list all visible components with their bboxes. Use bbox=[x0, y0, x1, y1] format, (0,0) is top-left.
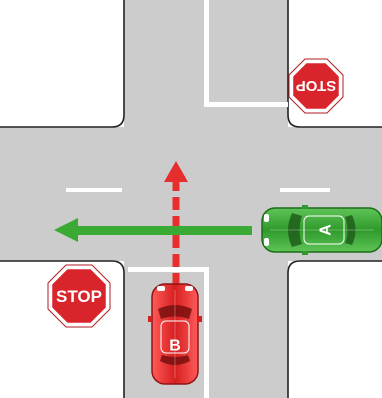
curb-bottom-left bbox=[0, 260, 125, 398]
stop-line-north bbox=[204, 102, 288, 107]
car-a: A bbox=[261, 205, 382, 255]
stop-sign-label: STOP bbox=[56, 287, 102, 306]
car-b-path-arrow bbox=[164, 161, 188, 286]
car-a-label: A bbox=[318, 224, 335, 236]
stop-line-south bbox=[128, 267, 209, 272]
curb-top-left bbox=[0, 0, 125, 128]
car-b-label: B bbox=[169, 338, 181, 355]
center-line-north bbox=[204, 0, 209, 104]
car-b: B bbox=[148, 283, 202, 385]
curb-top-right bbox=[287, 0, 382, 128]
center-line-south bbox=[204, 267, 209, 398]
stop-sign-top-right: STOP bbox=[288, 58, 344, 114]
lane-dash-east bbox=[280, 188, 330, 192]
curb-bottom-right bbox=[287, 260, 382, 398]
lane-markings bbox=[66, 0, 330, 398]
car-icon bbox=[148, 283, 202, 385]
car-a-path-arrow bbox=[54, 218, 252, 242]
stop-sign-label: STOP bbox=[296, 77, 337, 94]
car-icon bbox=[261, 205, 382, 255]
lane-dash-west bbox=[66, 188, 122, 192]
stop-sign-bottom-left: STOP bbox=[47, 264, 111, 328]
